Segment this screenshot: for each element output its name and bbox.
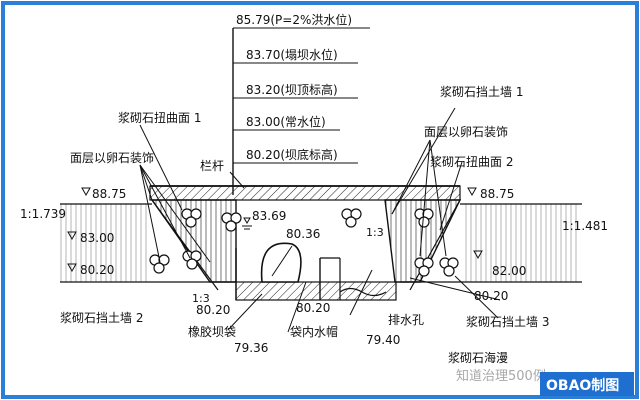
apron-label: 浆砌石海漫 [448,350,508,365]
elevation-label: 85.79(P=2%洪水位) [236,12,352,27]
left-slope-label: 1:1.739 [20,207,66,221]
elevation-label: 83.70(塌坝水位) [246,47,338,62]
elevation-label: 83.00(常水位) [246,114,326,129]
bridge-deck [149,185,461,201]
rubber-dam-bag-label: 橡胶坝袋 [188,324,236,339]
leader-lines [139,107,501,333]
elevation-stack: 85.79(P=2%洪水位) 83.70(塌坝水位) 83.20(坝顶标高) 8… [233,12,370,164]
elevation-label: 80.20(坝底标高) [246,147,338,162]
left-bank [60,203,236,283]
left-wall-bottom-elev: 80.20 [196,303,230,317]
right-bottom-elev: 80.20 [474,289,508,303]
elevation-markers [67,187,483,273]
drain-elev: 79.40 [366,333,400,347]
right-retaining-wall1-label: 浆砌石挡土墙 1 [440,84,523,99]
left-top-elev: 88.75 [92,187,126,201]
left-torsion-face-label: 浆砌石扭曲面 1 [118,110,201,125]
inner-water-elev: 83.69 [252,209,286,223]
elevation-label: 83.20(坝顶标高) [246,82,338,97]
railing-label: 栏杆 [200,158,224,173]
right-top-elev: 88.75 [480,187,514,201]
bag-top-elev: 80.36 [286,227,320,241]
left-retaining-wall-label: 浆砌石挡土墙 2 [60,310,143,325]
cobble-stones [149,208,459,277]
left-bottom-elev: 80.20 [80,263,114,277]
right-bank [400,203,582,283]
watermark-text: 知道治理500例 [456,368,546,384]
apron-surface [339,287,387,297]
right-slope-label: 1:1.481 [562,219,608,233]
bag-base-elev: 80.20 [296,301,330,315]
left-wall-ratio: 1:3 [192,292,210,305]
right-ratio: 1:3 [366,226,384,239]
dam-foundation [235,248,397,301]
dam-bottom-elev: 79.36 [234,341,268,355]
right-retaining-wall3-label: 浆砌石挡土墙 3 [466,314,549,329]
right-mid-elev: 82.00 [492,264,526,278]
left-cobble-facing-label: 面层以卵石装饰 [70,151,154,165]
water-level-symbol [242,217,252,230]
water-cap-label: 袋内水帽 [290,324,338,339]
drain-hole-label: 排水孔 [388,313,424,327]
brand-badge: OBAO制图 [540,372,634,396]
brand-text: OBAO制图 [546,377,619,394]
left-mid-elev: 83.00 [80,231,114,245]
right-torsion-face-label: 浆砌石扭曲面 2 [430,154,513,169]
right-cobble-facing-label: 面层以卵石装饰 [424,125,508,139]
